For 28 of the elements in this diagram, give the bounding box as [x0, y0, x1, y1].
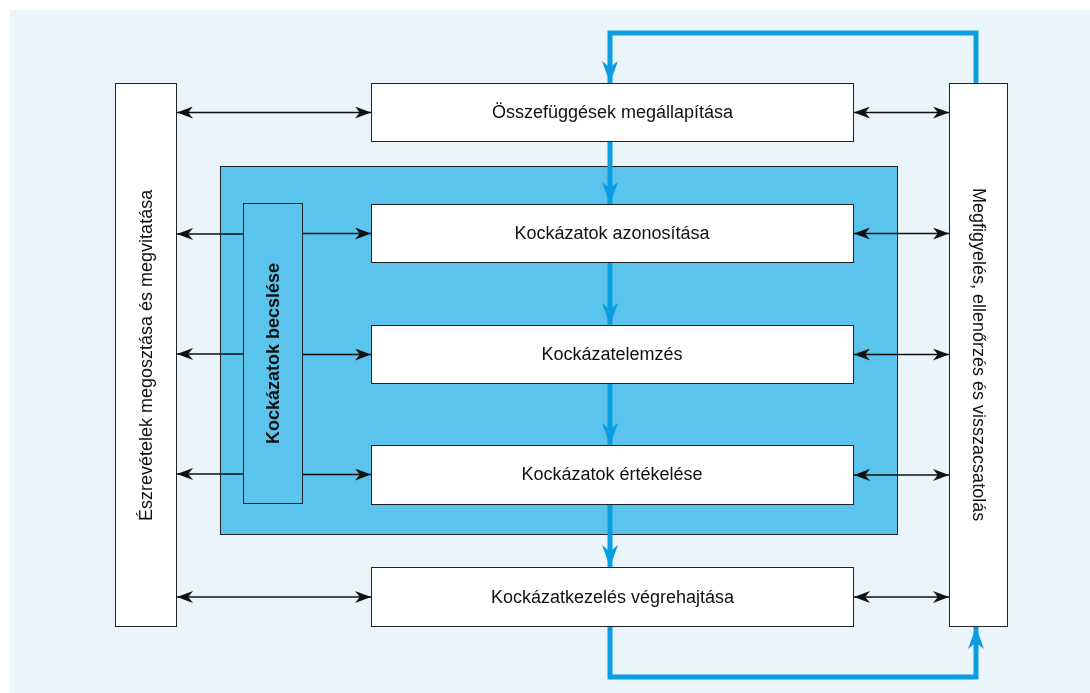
process-box: Kockázatok értékelése: [370, 444, 854, 505]
panel-background: [220, 166, 898, 535]
arrow: [602, 505, 618, 567]
process-box: Kockázatelemzés: [370, 324, 854, 384]
side-box: Megfigyelés, ellenőrzés és visszacsatolás: [949, 83, 1008, 627]
arrow: [853, 591, 950, 603]
side-box: Észrevételek megosztása és megvitatása: [115, 83, 177, 627]
arrow: [853, 348, 950, 361]
arrow: [176, 106, 372, 119]
arrow: [176, 468, 244, 480]
arrow: [176, 348, 244, 360]
process-box: Összefüggések megállapítása: [371, 83, 854, 142]
process-box: Kockázatkezelés végrehajtása: [371, 567, 854, 627]
arrow: [602, 263, 618, 325]
arrow: [176, 591, 372, 603]
process-box: Kockázatok azonosítása: [370, 203, 854, 263]
arrow: [602, 384, 618, 445]
process-box: Kockázatok becslése: [242, 202, 303, 504]
arrow: [176, 228, 244, 240]
arrow: [853, 106, 950, 119]
arrow: [602, 142, 618, 204]
arrow: [853, 227, 950, 240]
arrow: [602, 30, 979, 83]
arrow: [302, 348, 372, 361]
arrow: [302, 227, 372, 240]
arrow: [853, 469, 950, 481]
arrow: [302, 468, 372, 481]
arrow: [607, 627, 984, 680]
